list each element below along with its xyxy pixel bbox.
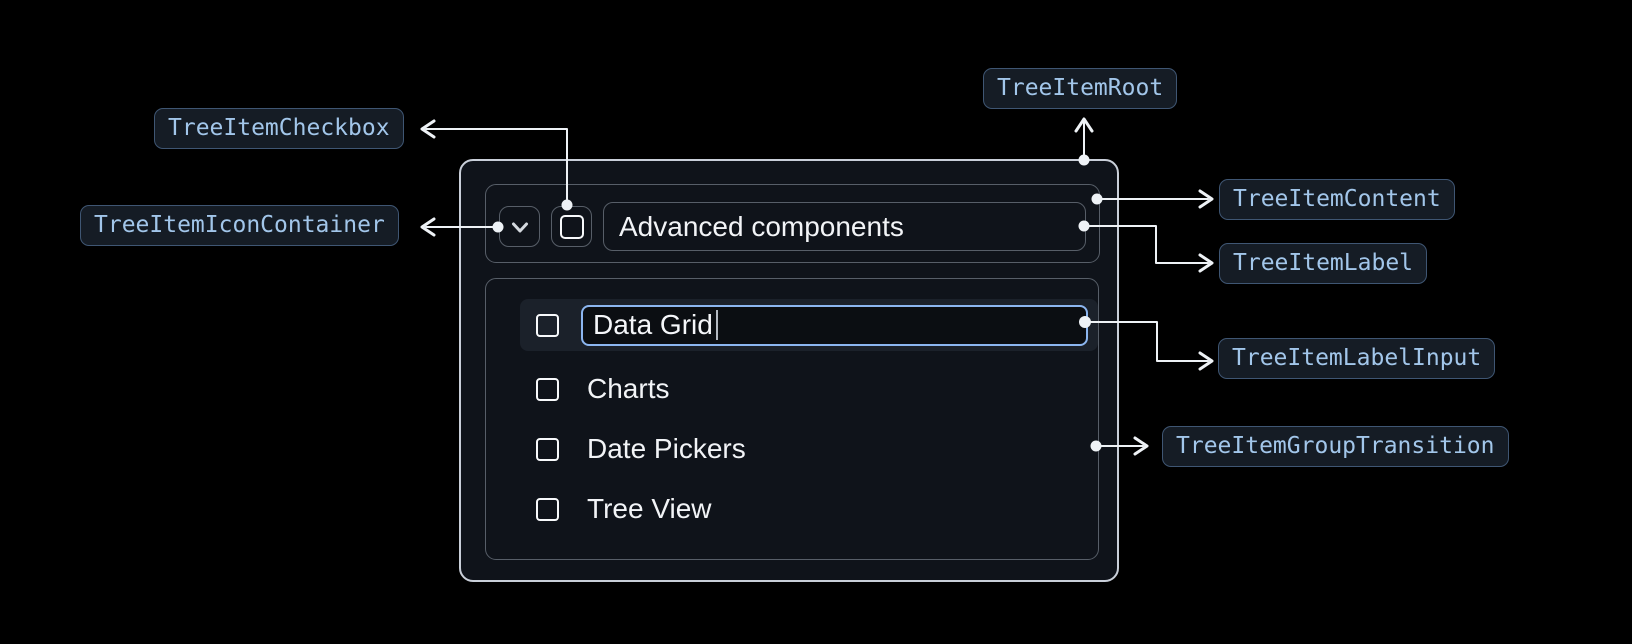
badge-tree-item-icon-container: TreeItemIconContainer: [80, 205, 399, 246]
tree-row[interactable]: Date Pickers: [520, 423, 1098, 475]
tree-row[interactable]: Charts: [520, 363, 1098, 415]
checkbox-unchecked-icon[interactable]: [536, 313, 559, 337]
tree-item-label: Date Pickers: [587, 433, 746, 464]
tree-item-label: Tree View: [587, 493, 712, 524]
checkbox-unchecked-icon[interactable]: [559, 214, 584, 239]
badge-tree-item-label: TreeItemLabel: [1219, 243, 1428, 284]
checkbox-unchecked-icon[interactable]: [536, 437, 559, 461]
arrowhead-up: [1074, 117, 1094, 133]
checkbox-unchecked-icon[interactable]: [536, 497, 559, 521]
expand-button[interactable]: [499, 206, 540, 247]
arrowhead-left: [420, 119, 436, 139]
arrowhead-right: [1198, 351, 1214, 371]
tree-item-label: Charts: [587, 373, 670, 404]
tree-item-checkbox-container[interactable]: [551, 206, 592, 247]
arrowhead-right: [1133, 436, 1149, 456]
badge-tree-item-label-input: TreeItemLabelInput: [1218, 338, 1496, 379]
text-cursor: [715, 310, 719, 340]
label-input-value: Data Grid: [593, 309, 713, 340]
arrowhead-left: [420, 217, 436, 237]
tree-item-content-box[interactable]: Advanced components: [485, 184, 1100, 263]
parent-label: Advanced components: [619, 210, 904, 242]
checkbox-unchecked-icon[interactable]: [536, 377, 559, 401]
arrowhead-right: [1198, 253, 1214, 273]
tree-item-root-box: Advanced components Data Grid Charts Dat…: [459, 159, 1119, 582]
badge-tree-item-root: TreeItemRoot: [983, 68, 1178, 109]
tree-row[interactable]: Tree View: [520, 483, 1098, 535]
tree-item-label-box[interactable]: Advanced components: [603, 202, 1086, 251]
arrowhead-right: [1198, 189, 1214, 209]
badge-tree-item-group-transition: TreeItemGroupTransition: [1162, 426, 1509, 467]
tree-item-group-transition-box: Data Grid Charts Date Pickers Tree View: [485, 278, 1099, 560]
badge-tree-item-checkbox: TreeItemCheckbox: [154, 108, 404, 149]
tree-row-editing[interactable]: Data Grid: [520, 299, 1098, 351]
badge-tree-item-content: TreeItemContent: [1219, 179, 1455, 220]
chevron-down-icon: [511, 222, 528, 232]
tree-item-label-input[interactable]: Data Grid: [581, 304, 1088, 346]
